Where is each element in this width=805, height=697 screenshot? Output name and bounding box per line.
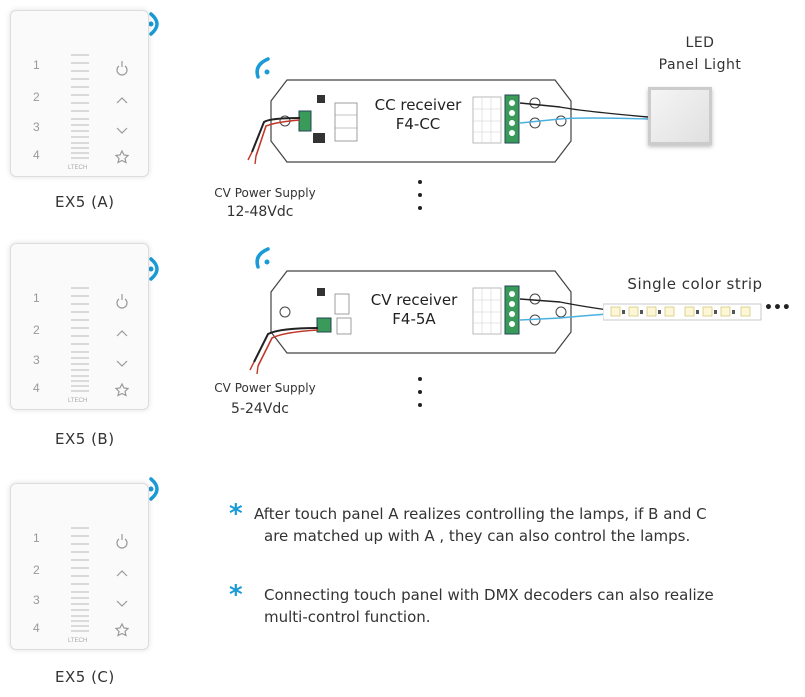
wireless-signal-icon xyxy=(148,477,159,501)
panel-button-2: 2 xyxy=(33,323,40,337)
cc-receiver-line2: F4-CC xyxy=(395,115,441,133)
panel-light-line2: Panel Light xyxy=(658,57,742,73)
power-icon xyxy=(116,298,128,309)
panel-button-3: 3 xyxy=(33,593,40,607)
cv-receiver-line1: CV receiver xyxy=(370,291,458,309)
cv-receiver-device xyxy=(270,270,572,354)
panel-button-1: 1 xyxy=(33,531,40,545)
panel-b-label: EX5 (B) xyxy=(55,430,115,448)
note-1-line2: are matched up with A , they can also co… xyxy=(264,527,691,545)
panel-face: 1 2 3 4 LTECH xyxy=(33,527,130,644)
psu-voltage-2: 5-24Vdc xyxy=(231,401,289,417)
psu-voltage-1: 12-48Vdc xyxy=(226,204,294,220)
star-icon xyxy=(114,149,130,164)
panel-button-1: 1 xyxy=(33,58,40,72)
cc-receiver-name: CC receiver F4-CC xyxy=(363,96,473,134)
panel-logo: LTECH xyxy=(68,398,87,404)
psu-label-1: CV Power Supply xyxy=(214,186,316,200)
power-icon xyxy=(116,65,128,76)
panel-button-4: 4 xyxy=(33,381,40,395)
chevron-down-icon xyxy=(116,600,128,607)
receiver-wireless-icon xyxy=(255,247,270,269)
panel-a-label: EX5 (A) xyxy=(55,193,115,211)
chevron-up-icon xyxy=(116,330,128,337)
panel-light-label: LED Panel Light xyxy=(635,32,765,76)
continuation-dots-2 xyxy=(418,377,422,407)
psu-label-2: CV Power Supply xyxy=(214,381,316,395)
star-icon xyxy=(114,382,130,397)
panel-logo: LTECH xyxy=(68,165,87,171)
panel-button-3: 3 xyxy=(33,353,40,367)
touch-panel-a: 1 2 3 4 LTECH xyxy=(10,10,149,177)
touch-panel-c: 1 2 3 4 LTECH xyxy=(10,483,149,650)
panel-c-label: EX5 (C) xyxy=(55,668,115,686)
output-wires-1 xyxy=(520,97,649,129)
chevron-down-icon xyxy=(116,360,128,367)
receiver-wireless-icon xyxy=(255,57,270,79)
wireless-signal-icon xyxy=(148,12,159,36)
led-panel-light xyxy=(648,87,712,145)
panel-button-4: 4 xyxy=(33,148,40,162)
star-icon xyxy=(114,622,130,637)
output-wires-2 xyxy=(520,293,609,326)
panel-button-2: 2 xyxy=(33,90,40,104)
panel-face: 1 2 3 4 LTECH xyxy=(33,287,130,404)
note-2-line2: multi-control function. xyxy=(264,608,431,626)
touch-panel-b: 1 2 3 4 LTECH xyxy=(10,243,149,410)
cc-receiver-line1: CC receiver xyxy=(374,96,462,114)
cv-receiver-name: CV receiver F4-5A xyxy=(359,291,469,329)
note-1: After touch panel A realizes controlling… xyxy=(254,503,802,547)
chevron-down-icon xyxy=(116,127,128,134)
note-1-line1: After touch panel A realizes controlling… xyxy=(254,505,707,523)
note-2: Connecting touch panel with DMX decoders… xyxy=(264,584,794,628)
panel-logo: LTECH xyxy=(68,638,87,644)
note-asterisk-icon: * xyxy=(229,580,243,610)
chevron-up-icon xyxy=(116,97,128,104)
cc-receiver-device xyxy=(270,79,572,163)
panel-button-4: 4 xyxy=(33,621,40,635)
strip-label: Single color strip xyxy=(627,275,763,293)
note-asterisk-icon: * xyxy=(229,499,243,529)
panel-button-2: 2 xyxy=(33,563,40,577)
strip-continuation: ••• xyxy=(764,300,791,316)
chevron-up-icon xyxy=(116,570,128,577)
cv-receiver-line2: F4-5A xyxy=(392,310,436,328)
panel-face: 1 2 3 4 LTECH xyxy=(33,54,130,171)
wireless-signal-icon xyxy=(148,257,159,281)
power-wires-2 xyxy=(249,327,319,375)
panel-light-line1: LED xyxy=(685,35,715,51)
power-icon xyxy=(116,538,128,549)
panel-button-1: 1 xyxy=(33,291,40,305)
power-wires-1 xyxy=(247,117,301,165)
continuation-dots-1 xyxy=(418,180,422,210)
panel-button-3: 3 xyxy=(33,120,40,134)
single-color-strip xyxy=(603,303,762,321)
note-2-line1: Connecting touch panel with DMX decoders… xyxy=(264,586,714,604)
